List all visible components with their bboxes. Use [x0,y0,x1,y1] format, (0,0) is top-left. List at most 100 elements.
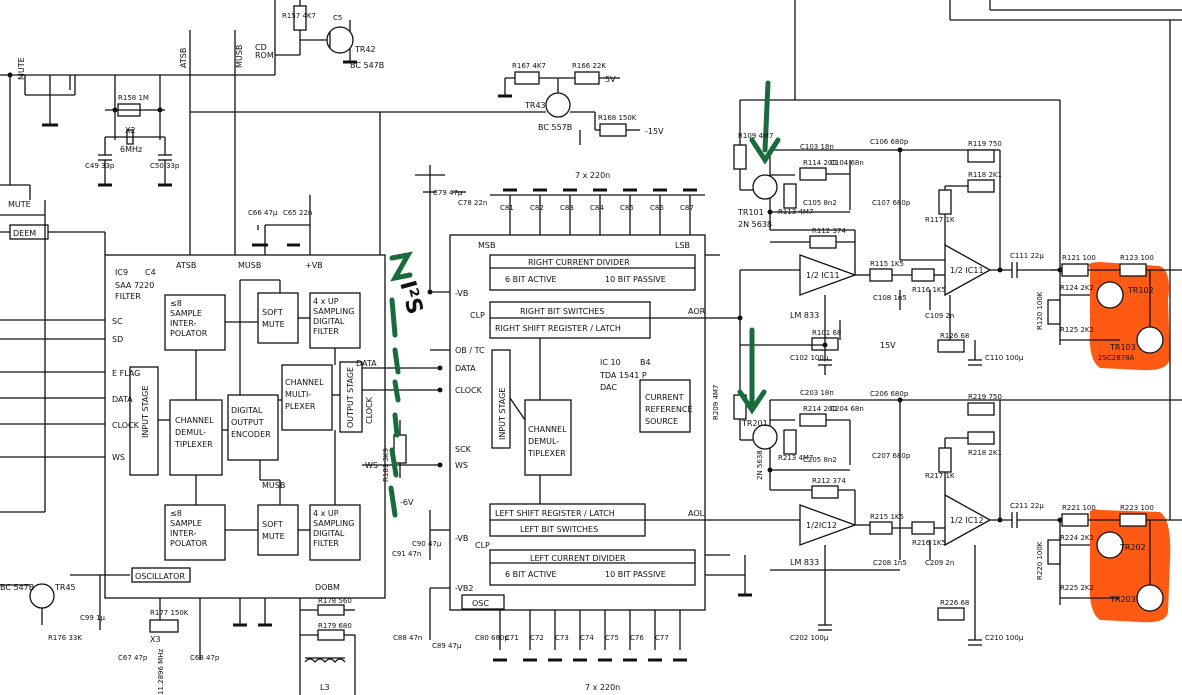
tr42-label: TR42 [354,45,376,54]
component-c109: C109 2n [925,312,954,320]
tr45-part: BC 547B [0,583,34,592]
component-r121: R121 100 [1062,254,1096,262]
ic10-pin-clp-bottom: CLP [475,541,490,550]
ic9-mute-bot-2: MUTE [262,532,285,541]
ic9-input-lines [0,200,106,513]
component-r158: R158 1M [118,94,149,102]
ic9-encoder-1: DIGITAL [231,406,263,415]
lm833-a-label: LM 833 [790,311,819,320]
component-c106: C106 680p [870,138,909,146]
component-r125: R125 2K2 [1060,326,1094,334]
component-c74: C74 [580,634,594,642]
ic9-filter-top-2: SAMPLING [313,307,354,316]
ic11-b-label: 1/2 IC11 [950,266,984,275]
component-r113: R113 4M7 [778,208,813,216]
component-c111: C111 22μ [1010,252,1044,260]
component-r101: R101 68 [812,329,841,337]
ic9-sip-top-4: POLATOR [170,329,208,338]
ic9-pin-musb: MUSB [238,261,261,270]
component-c72: C72 [530,634,544,642]
ic9-sip-top-3: INTER- [170,319,197,328]
ic10-demux-1: CHANNEL [528,425,567,434]
ic9-output-stage: OUTPUT STAGE [346,367,355,428]
component-c65: C65 22n [283,209,312,217]
cd-rom-label-line1: CD [255,43,267,52]
component-c68: C68 47p [190,654,220,662]
musb-top-label: MUSB [235,45,244,68]
component-r120: R120 100K [1036,291,1044,330]
ic10-right-current-divider: RIGHT CURRENT DIVIDER [528,258,630,267]
component-r109: R109 4M7 [738,132,773,140]
ic10-pin-ws: WS [455,461,468,470]
ic9-sip-top-1: ≤8 [170,299,182,308]
tr101-part: 2N 5638 [738,220,772,229]
labels: CD ROM MUTE ATSB MUSB MUTE DEEM TR42 BC … [0,43,1154,695]
ic9-pin-sc: SC [112,317,123,326]
ic10-part: TDA 1541 P [599,371,647,380]
ic10-grid: B4 [640,358,651,367]
tr103-label: TR103 [1109,343,1136,352]
component-r217: R217 1K [925,472,955,480]
component-r176: R176 33K [48,634,82,642]
component-r119: R119 750 [968,140,1002,148]
ic9-filter-top-3: DIGITAL [313,317,345,326]
ic9-pin-out-clock: CLOCK [365,396,374,424]
ic9-filter-bot-3: DIGITAL [313,529,345,538]
component-c71: C71 [505,634,519,642]
ic10-demux-2: DEMUL- [528,437,559,446]
ic10-pin-sck: SCK [455,445,472,454]
ic10-pin-clock: CLOCK [455,386,483,395]
ic10-crs-3: SOURCE [645,417,678,426]
ic10-internal [461,254,705,610]
component-c49: C49 33p [85,162,115,170]
component-r115: R115 1K5 [870,260,904,268]
green-dash-1 [389,297,398,338]
ic9-demux-1: CHANNEL [175,416,214,425]
component-c89: C89 47μ [432,642,462,650]
ic10-labels: IC 10 B4 TDA 1541 P DAC MSB LSB RIGHT CU… [455,241,706,608]
ic10-supply [393,165,466,640]
ic9-filter-top-1: 4 x UP [313,297,339,306]
ic10-caps-top: 7 x 220n [575,171,610,180]
ic9-demux-2: DEMUL- [175,428,206,437]
supply-neg6v-label: -6V [400,498,414,507]
component-r220: R220 100K [1036,541,1044,580]
component-c204: C204 68n [830,405,864,413]
junction-dots [7,72,1063,523]
component-r213: R213 4M7 [778,454,813,462]
green-dash-5 [389,447,399,478]
ic10-function: DAC [600,383,617,392]
ic9-pin-out-ws: WS [365,461,378,470]
component-c83: C83 [560,204,574,212]
ic9-demux-3: TIPLEXER [174,440,213,449]
component-c205: C205 8n2 [803,456,837,464]
tr201-part: 2N 5638 [756,450,764,480]
ic9-sip-bot-2: SAMPLE [170,519,202,528]
component-c209: C209 2n [925,559,954,567]
ic10-input-stage: INPUT STAGE [498,388,507,440]
ic9-internal [129,279,440,583]
ic12-a-label: 1/2IC12 [806,521,837,530]
green-dash-3 [392,379,401,403]
component-r225: R225 2K2 [1060,584,1094,592]
component-r212: R212 374 [812,477,846,485]
handwritten-i2s-label: I²S [394,278,427,317]
ic10-right-bit-switches: RIGHT BIT SWITCHES [520,307,604,316]
component-c211: C211 22μ [1010,502,1044,510]
ic12-b-label: 1/2 IC12 [950,516,984,525]
left-output-stage [705,344,1182,646]
tr45-label: TR45 [54,583,76,592]
ic9-mux-2: MULTI- [285,390,311,399]
top-left-wiring [0,0,357,255]
top-right-wiring [794,0,1182,520]
component-r218: R218 2K1 [968,449,1002,457]
component-r167: R167 4K7 [512,62,546,70]
component-c5: C5 [333,14,342,22]
ic9-filter-bot-4: FILTER [313,539,339,548]
ic9-oscillator: OSCILLATOR [135,572,185,581]
component-r215: R215 1K5 [870,513,904,521]
green-dash-2 [392,347,401,375]
component-c91: C91 47n [392,550,421,558]
ic9-filter-bot-2: SAMPLING [313,519,354,528]
ic10-caps-bottom: 7 x 220n [585,683,620,692]
